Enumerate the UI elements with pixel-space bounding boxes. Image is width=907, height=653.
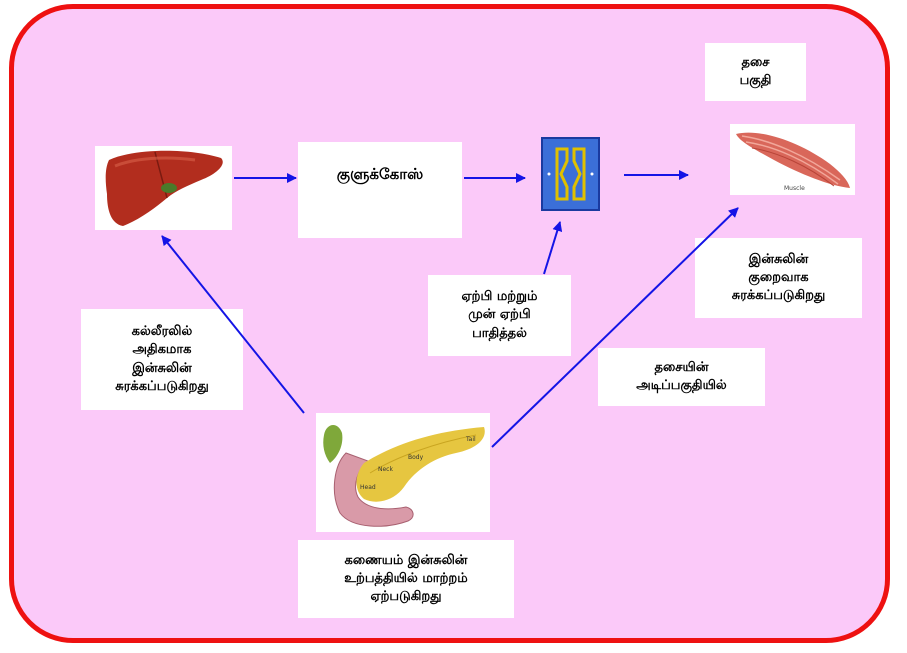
arrow-pancreas-to-muscle xyxy=(492,208,738,447)
arrow-pancreas-to-liver xyxy=(162,236,304,413)
arrow-receptor-text-to-receptor xyxy=(544,222,560,274)
